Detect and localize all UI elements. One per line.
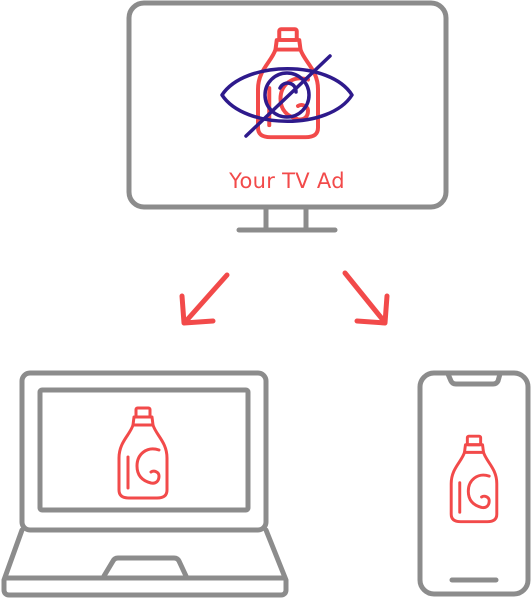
tv-ad-caption: Your TV Ad xyxy=(228,169,345,193)
detergent-bottle-icon xyxy=(449,434,499,524)
eye-slash-icon xyxy=(220,54,354,138)
detergent-bottle-icon xyxy=(117,406,169,500)
arrow-down-right-icon xyxy=(342,270,390,326)
tv-monitor-icon xyxy=(126,0,449,233)
arrow-down-left-icon xyxy=(179,272,230,326)
smartphone-icon xyxy=(417,370,531,597)
laptop-icon xyxy=(1,370,289,598)
